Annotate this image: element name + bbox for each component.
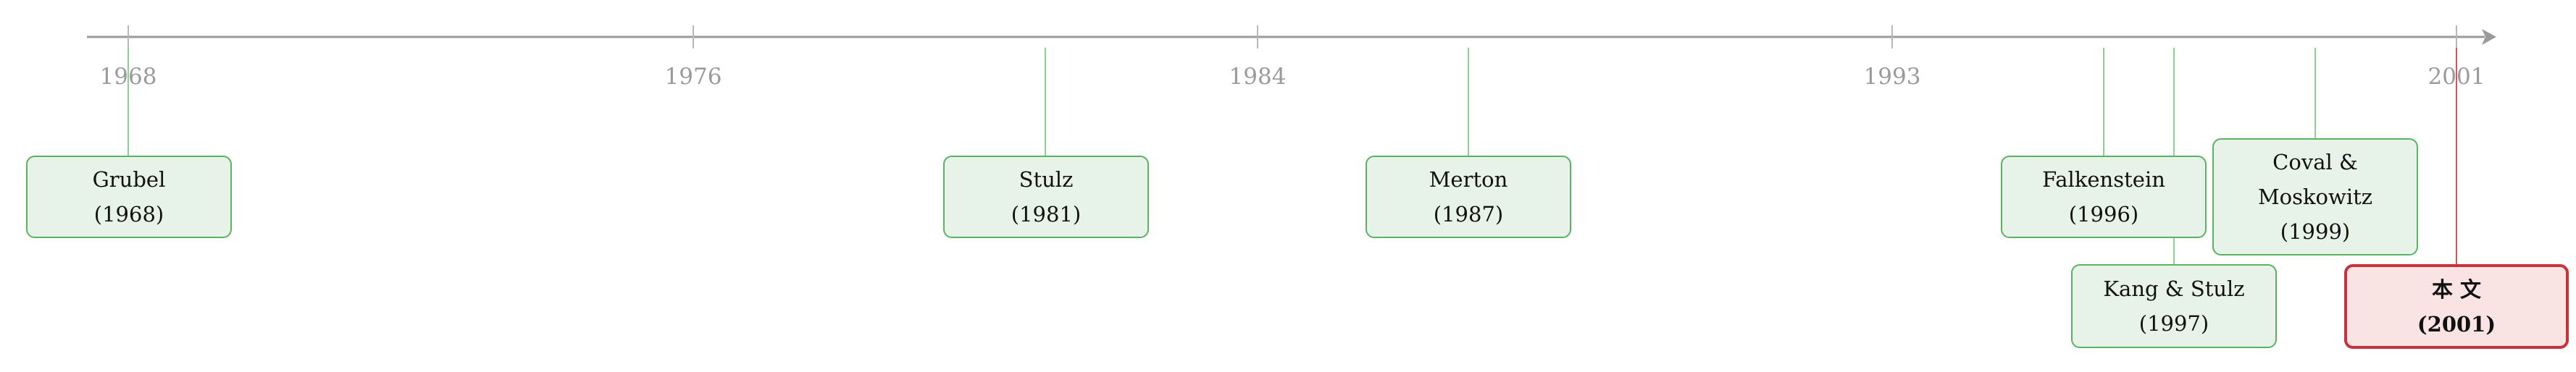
falkenstein-box: Falkenstein (1996) <box>2001 156 2207 238</box>
axis-tick-label: 1993 <box>1864 64 1921 90</box>
coval-moskowitz-label: Moskowitz <box>2257 185 2373 209</box>
axis-tick-label: 1976 <box>665 64 722 90</box>
kang-stulz-label: (1997) <box>2138 311 2209 336</box>
this-paper-box: 本 文 (2001) <box>2344 264 2569 349</box>
this-paper-label: (2001) <box>2417 311 2496 337</box>
merton-label: (1987) <box>1433 202 1504 227</box>
grubel-label: (1968) <box>93 202 164 227</box>
axis-arrow-icon <box>2482 29 2496 45</box>
falkenstein-label: (1996) <box>2068 202 2139 227</box>
coval-moskowitz-label: (1999) <box>2280 219 2351 244</box>
stulz-label: (1981) <box>1011 202 1082 227</box>
coval-moskowitz-box: Coval & Moskowitz (1999) <box>2212 138 2418 255</box>
merton-box: Merton (1987) <box>1366 156 1571 238</box>
kang-stulz-label: Kang & Stulz <box>2103 276 2245 301</box>
coval-moskowitz-label: Coval & <box>2272 150 2358 174</box>
grubel-box: Grubel (1968) <box>26 156 232 238</box>
grubel-label: Grubel <box>92 167 166 192</box>
merton-label: Merton <box>1429 167 1508 192</box>
this-paper-label: 本 文 <box>2431 276 2482 302</box>
kang-stulz-box: Kang & Stulz (1997) <box>2071 264 2277 348</box>
axis-tick-label: 1984 <box>1229 64 1287 90</box>
stulz-box: Stulz (1981) <box>943 156 1149 238</box>
stulz-label: Stulz <box>1019 167 1074 192</box>
falkenstein-label: Falkenstein <box>2042 167 2165 192</box>
